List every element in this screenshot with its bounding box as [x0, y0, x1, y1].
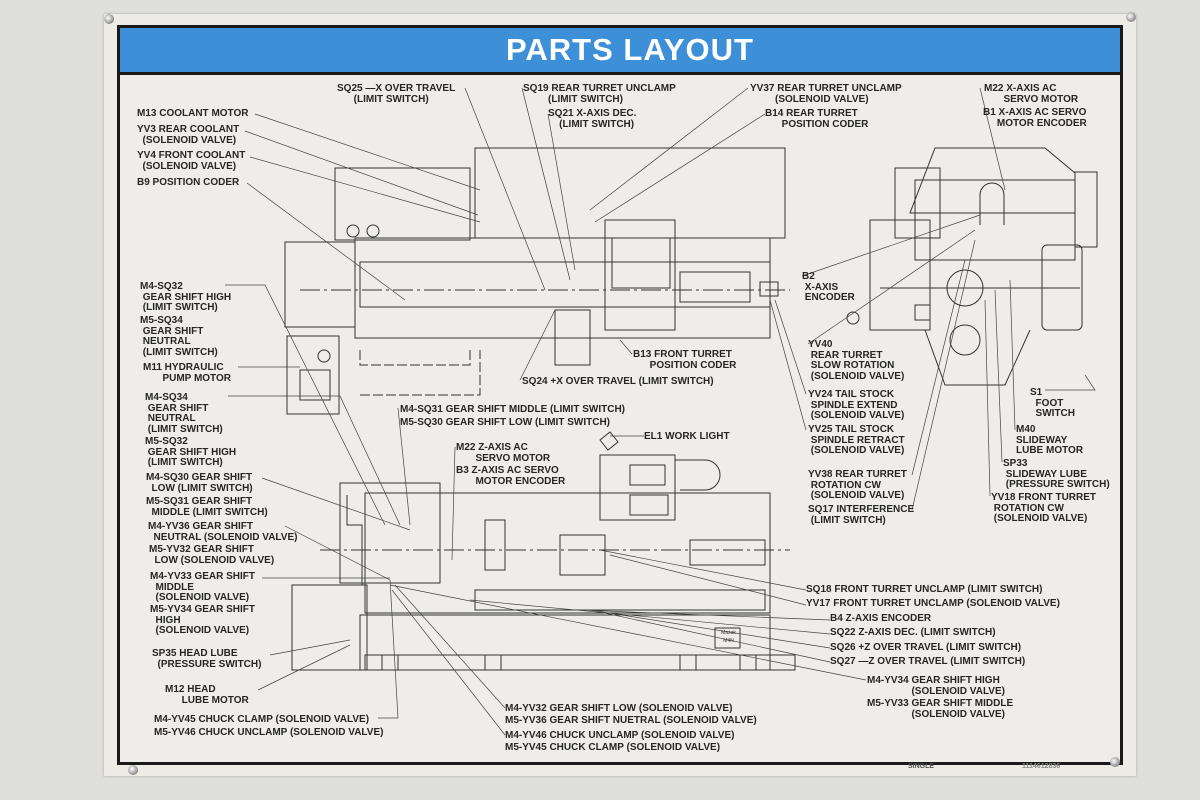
label-m5-yv36: M5-YV36 GEAR SHIFT NUETRAL (SOLENOID VAL… [505, 715, 757, 726]
label-b13: B13 FRONT TURRET POSITION CODER [633, 349, 737, 371]
label-sp33: SP33 SLIDEWAY LUBE (PRESSURE SWITCH) [1003, 458, 1110, 490]
label-yv4: YV4 FRONT COOLANT (SOLENOID VALVE) [137, 150, 246, 172]
label-s1: S1 FOOT SWITCH [1030, 387, 1075, 419]
label-yv40: YV40 REAR TURRET SLOW ROTATION (SOLENOID… [808, 339, 905, 382]
label-b14: B14 REAR TURRET POSITION CODER [765, 108, 869, 130]
label-m12: M12 HEAD LUBE MOTOR [165, 684, 249, 706]
screw-icon [128, 765, 138, 775]
label-m4-sq34: M4-SQ34 GEAR SHIFT NEUTRAL (LIMIT SWITCH… [145, 392, 223, 435]
label-m5-yv33: M5-YV33 GEAR SHIFT MIDDLE (SOLENOID VALV… [867, 698, 1014, 720]
label-m4-yv45: M4-YV45 CHUCK CLAMP (SOLENOID VALVE) [154, 714, 370, 725]
label-m5-yv34: M5-YV34 GEAR SHIFT HIGH (SOLENOID VALVE) [150, 604, 256, 636]
label-m5-sq30: M5-SQ30 GEAR SHIFT LOW (LIMIT SWITCH) [400, 417, 610, 428]
label-sq25: SQ25 —X OVER TRAVEL (LIMIT SWITCH) [337, 83, 456, 105]
label-b4: B4 Z-AXIS ENCODER [830, 613, 932, 624]
label-yv18: YV18 FRONT TURRET ROTATION CW (SOLENOID … [991, 492, 1097, 524]
label-m4-sq32: M4-SQ32 GEAR SHIFT HIGH (LIMIT SWITCH) [140, 281, 232, 313]
label-m4-yv32: M4-YV32 GEAR SHIFT LOW (SOLENOID VALVE) [505, 703, 733, 714]
label-sp35: SP35 HEAD LUBE (PRESSURE SWITCH) [152, 648, 262, 670]
side-view-drawing [846, 147, 1098, 386]
machine-badge: Mazak M4N [716, 629, 741, 645]
label-sq22: SQ22 Z-AXIS DEC. (LIMIT SWITCH) [830, 627, 996, 638]
label-el1: EL1 WORK LIGHT [644, 431, 730, 442]
label-m5-yv46: M5-YV46 CHUCK UNCLAMP (SOLENOID VALVE) [154, 727, 384, 738]
screw-icon [104, 14, 114, 24]
label-sq19: SQ19 REAR TURRET UNCLAMP (LIMIT SWITCH) [523, 83, 676, 105]
label-m40: M40 SLIDEWAY LUBE MOTOR [1016, 424, 1084, 456]
label-m5-yv32: M5-YV32 GEAR SHIFT LOW (SOLENOID VALVE) [149, 544, 275, 566]
label-b3: B3 Z-AXIS AC SERVO MOTOR ENCODER [456, 465, 566, 487]
label-m4-yv36: M4-YV36 GEAR SHIFT NEUTRAL (SOLENOID VAL… [148, 521, 298, 543]
label-m11: M11 HYDRAULIC PUMP MOTOR [143, 362, 231, 384]
label-b1: B1 X-AXIS AC SERVO MOTOR ENCODER [983, 107, 1087, 129]
label-m4-yv33: M4-YV33 GEAR SHIFT MIDDLE (SOLENOID VALV… [150, 571, 256, 603]
label-sq27: SQ27 —Z OVER TRAVEL (LIMIT SWITCH) [830, 656, 1026, 667]
badge-brand: Mazak [721, 630, 736, 636]
label-m5-sq34: M5-SQ34 GEAR SHIFT NEUTRAL (LIMIT SWITCH… [140, 315, 218, 358]
label-sq18: SQ18 FRONT TURRET UNCLAMP (LIMIT SWITCH) [806, 584, 1043, 595]
label-m4-sq30: M4-SQ30 GEAR SHIFT LOW (LIMIT SWITCH) [146, 472, 253, 494]
title-bar: PARTS LAYOUT [120, 28, 1120, 75]
footer-type: SINGLE [908, 763, 935, 770]
label-m22-x: M22 X-AXIS AC SERVO MOTOR [984, 83, 1079, 105]
badge-model: M4N [723, 638, 734, 644]
label-sq21: SQ21 X-AXIS DEC. (LIMIT SWITCH) [548, 108, 637, 130]
footer-serial: 1114612836 [1022, 763, 1061, 770]
label-yv38: YV38 REAR TURRET ROTATION CW (SOLENOID V… [808, 469, 907, 501]
label-sq26: SQ26 +Z OVER TRAVEL (LIMIT SWITCH) [830, 642, 1022, 653]
label-m5-sq32: M5-SQ32 GEAR SHIFT HIGH (LIMIT SWITCH) [145, 436, 237, 468]
label-b9: B9 POSITION CODER [137, 177, 240, 188]
label-m13: M13 COOLANT MOTOR [137, 108, 249, 119]
screw-icon [1126, 12, 1136, 22]
label-m4-sq31: M4-SQ31 GEAR SHIFT MIDDLE (LIMIT SWITCH) [400, 404, 625, 415]
label-yv37: YV37 REAR TURRET UNCLAMP (SOLENOID VALVE… [750, 83, 902, 105]
front-view-drawing [291, 431, 796, 671]
label-m5-yv45: M5-YV45 CHUCK CLAMP (SOLENOID VALVE) [505, 742, 721, 753]
label-yv17: YV17 FRONT TURRET UNCLAMP (SOLENOID VALV… [806, 598, 1060, 609]
leader-lines [225, 87, 1096, 736]
label-m5-sq31: M5-SQ31 GEAR SHIFT MIDDLE (LIMIT SWITCH) [146, 496, 268, 518]
screw-icon [1110, 757, 1120, 767]
label-m22-z: M22 Z-AXIS AC SERVO MOTOR [456, 442, 551, 464]
page-title: PARTS LAYOUT [506, 32, 754, 67]
label-sq17: SQ17 INTERFERENCE (LIMIT SWITCH) [808, 504, 915, 526]
label-sq24: SQ24 +X OVER TRAVEL (LIMIT SWITCH) [522, 376, 714, 387]
label-m4-yv46: M4-YV46 CHUCK UNCLAMP (SOLENOID VALVE) [505, 730, 735, 741]
label-yv25: YV25 TAIL STOCK SPINDLE RETRACT (SOLENOI… [808, 424, 905, 456]
top-view-drawing [284, 147, 790, 415]
label-m4-yv34: M4-YV34 GEAR SHIFT HIGH (SOLENOID VALVE) [867, 675, 1005, 697]
label-b2: B2 X-AXIS ENCODER [802, 271, 855, 303]
label-yv3: YV3 REAR COOLANT (SOLENOID VALVE) [137, 124, 240, 146]
label-yv24: YV24 TAIL STOCK SPINDLE EXTEND (SOLENOID… [808, 389, 905, 421]
